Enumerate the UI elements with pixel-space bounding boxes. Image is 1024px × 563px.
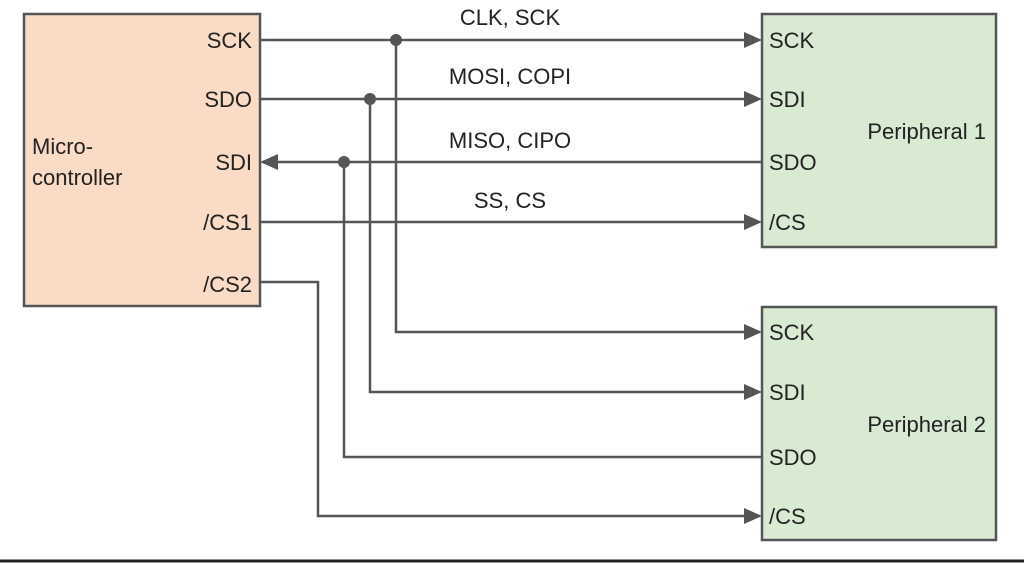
signal-label-miso: MISO, CIPO bbox=[449, 128, 571, 153]
sck-junction-dot bbox=[390, 34, 402, 46]
p2-pin-cs: /CS bbox=[769, 504, 806, 529]
mosi-junction-dot bbox=[364, 93, 376, 105]
peripheral2-box bbox=[760, 305, 998, 542]
mcu-pin-sdo: SDO bbox=[204, 87, 252, 112]
peripheral2-name: Peripheral 2 bbox=[867, 412, 986, 437]
mcu-pin-cs1: /CS1 bbox=[203, 210, 252, 235]
mcu-pin-sck: SCK bbox=[207, 28, 253, 53]
p1-pin-sck: SCK bbox=[769, 28, 815, 53]
mosi-p2-arrowhead bbox=[744, 384, 762, 400]
p1-pin-cs: /CS bbox=[769, 210, 806, 235]
mcu-pin-cs2: /CS2 bbox=[203, 272, 252, 297]
mosi-p1-arrowhead bbox=[744, 91, 762, 107]
microcontroller-name-line1: Micro- bbox=[32, 134, 93, 159]
miso-wire-p2 bbox=[342, 162, 762, 459]
p2-pin-sdi: SDI bbox=[769, 380, 806, 405]
mcu-pin-sdi: SDI bbox=[215, 150, 252, 175]
wires bbox=[260, 32, 762, 524]
sck-p1-arrowhead bbox=[744, 32, 762, 48]
microcontroller-box bbox=[22, 12, 262, 308]
signal-label-mosi: MOSI, COPI bbox=[449, 64, 571, 89]
cs2-wire bbox=[260, 280, 746, 518]
cs2-arrowhead bbox=[744, 508, 762, 524]
p2-pin-sdo: SDO bbox=[769, 445, 817, 470]
signal-label-clock: CLK, SCK bbox=[460, 5, 561, 30]
miso-mcu-arrowhead bbox=[260, 154, 278, 170]
mosi-wire-p2 bbox=[368, 99, 746, 394]
microcontroller-name-line2: controller bbox=[32, 165, 122, 190]
p1-pin-sdo: SDO bbox=[769, 150, 817, 175]
peripheral1-box bbox=[760, 12, 998, 249]
peripheral1-name: Peripheral 1 bbox=[867, 119, 986, 144]
sck-p2-arrowhead bbox=[744, 324, 762, 340]
p2-pin-sck: SCK bbox=[769, 320, 815, 345]
miso-junction-dot bbox=[338, 156, 350, 168]
signal-label-select: SS, CS bbox=[474, 188, 546, 213]
sck-wire-p2 bbox=[394, 40, 746, 334]
p1-pin-sdi: SDI bbox=[769, 87, 806, 112]
cs1-arrowhead bbox=[744, 214, 762, 230]
